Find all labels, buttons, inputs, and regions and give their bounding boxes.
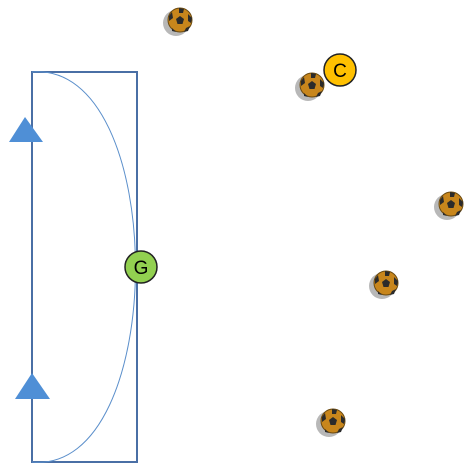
soccer-ball-icon <box>315 408 346 438</box>
direction-arrow-icon <box>9 117 43 142</box>
player-g-label: G <box>134 258 149 279</box>
drill-zone <box>31 71 138 463</box>
player-c-label: C <box>333 61 347 82</box>
player-c-marker: C <box>323 53 357 87</box>
soccer-ball-icon <box>162 7 193 37</box>
soccer-ball-icon <box>433 191 464 221</box>
direction-arrow-icon <box>15 373 50 399</box>
run-path-arc <box>31 71 136 463</box>
soccer-ball-icon <box>294 72 325 102</box>
soccer-ball-icon <box>368 270 399 300</box>
player-g-marker: G <box>124 250 158 284</box>
